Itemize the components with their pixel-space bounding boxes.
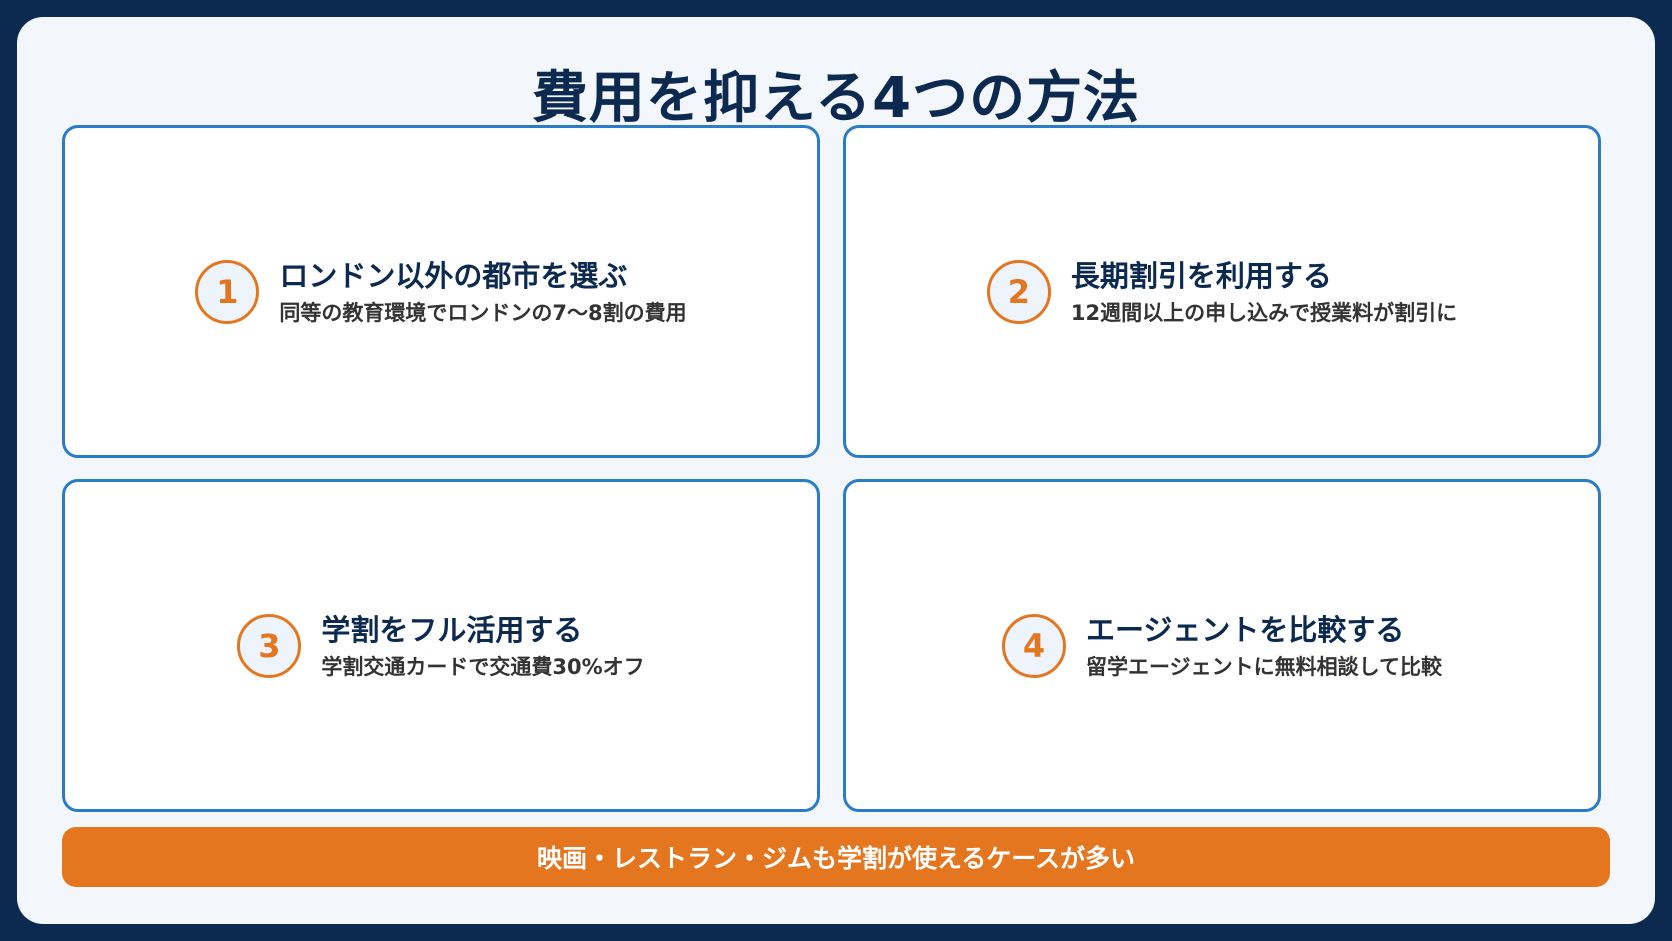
slide: 費用を抑える4つの方法 1 ロンドン以外の都市を選ぶ 同等の教育環境でロンドンの… — [17, 17, 1655, 924]
method-card-3: 3 学割をフル活用する 学割交通カードで交通費30%オフ — [62, 479, 820, 812]
card-heading: ロンドン以外の都市を選ぶ — [279, 258, 628, 293]
number-badge-1: 1 — [195, 259, 260, 324]
method-card-2: 2 長期割引を利用する 12週間以上の申し込みで授業料が割引に — [843, 125, 1601, 458]
method-card-4: 4 エージェントを比較する 留学エージェントに無料相談して比較 — [843, 479, 1601, 812]
number-badge-3: 3 — [237, 613, 302, 678]
number-badge-2: 2 — [986, 259, 1051, 324]
tip-banner: 映画・レストラン・ジムも学割が使えるケースが多い — [62, 827, 1610, 887]
card-heading: エージェントを比較する — [1086, 612, 1405, 647]
number-badge-4: 4 — [1002, 613, 1067, 678]
method-card-1: 1 ロンドン以外の都市を選ぶ 同等の教育環境でロンドンの7〜8割の費用 — [62, 125, 820, 458]
card-heading: 長期割引を利用する — [1070, 258, 1332, 293]
page-title: 費用を抑える4つの方法 — [531, 66, 1141, 131]
card-description: 同等の教育環境でロンドンの7〜8割の費用 — [279, 300, 687, 325]
card-heading: 学割をフル活用する — [321, 612, 583, 647]
card-description: 学割交通カードで交通費30%オフ — [321, 654, 645, 679]
card-description: 留学エージェントに無料相談して比較 — [1086, 654, 1442, 679]
card-description: 12週間以上の申し込みで授業料が割引に — [1070, 300, 1458, 325]
